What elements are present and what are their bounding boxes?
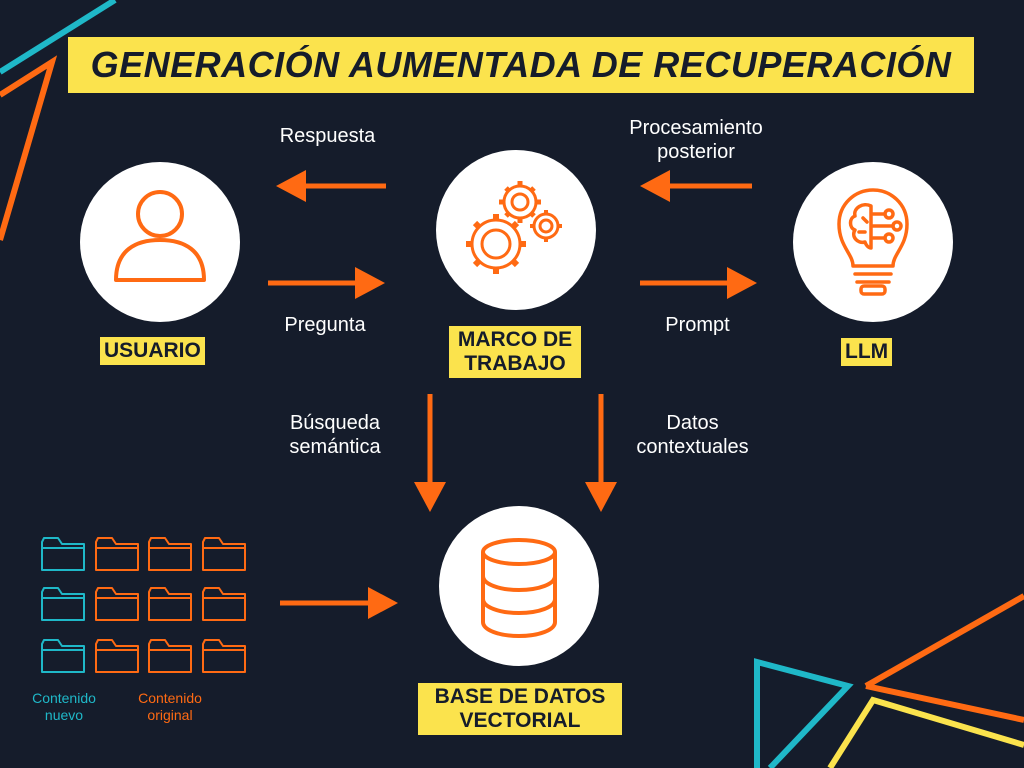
edge-label-datos-line2: contextuales <box>636 436 749 458</box>
edge-label-procesamiento-line2: posterior <box>657 141 735 163</box>
folder-icon-original <box>95 639 139 673</box>
folder-icon-original <box>202 639 246 673</box>
gears-icon <box>466 181 562 274</box>
framework-label-line1: MARCO DE <box>457 328 573 351</box>
edge-label-busqueda-line2: semántica <box>289 436 381 458</box>
decor-line-orange-left <box>0 55 58 241</box>
edge-label-pregunta: Pregunta <box>284 314 366 336</box>
vector-db-label-line1: BASE DE DATOS <box>434 685 606 708</box>
edge-label-respuesta: Respuesta <box>279 125 376 147</box>
folder-icon-original <box>148 537 192 571</box>
framework-node <box>436 150 596 310</box>
folder-icon-new <box>41 639 85 673</box>
edge-label-busqueda: Búsqueda semántica <box>255 411 415 459</box>
legend-new-line1: Contenido <box>32 690 96 706</box>
edge-label-datos-line1: Datos <box>666 412 719 434</box>
decor-line-teal-bottom <box>754 658 854 768</box>
edge-label-busqueda-line1: Búsqueda <box>289 412 381 434</box>
edge-label-procesamiento-line1: Procesamiento <box>629 117 763 139</box>
folder-icon-original <box>202 537 246 571</box>
folder-icon-original <box>148 639 192 673</box>
legend-new-line2: nuevo <box>44 707 84 723</box>
decor-line-orange-bottom <box>864 593 1024 689</box>
decor-line-orange-bottom-2 <box>865 683 1024 723</box>
arrow-pregunta <box>268 267 385 299</box>
arrow-datos-contextuales <box>585 394 617 512</box>
vector-db-label: BASE DE DATOS VECTORIAL <box>418 683 622 735</box>
folder-icon-original <box>148 587 192 621</box>
edge-label-procesamiento: Procesamiento posterior <box>596 116 796 164</box>
legend-original-line2: original <box>147 707 193 723</box>
folder-grid <box>41 537 246 673</box>
decor-line-yellow-bottom <box>827 696 1024 768</box>
arrow-busqueda-semantica <box>414 394 446 512</box>
arrow-content-to-db <box>280 587 398 619</box>
page-title: GENERACIÓN AUMENTADA DE RECUPERACIÓN <box>68 37 974 93</box>
arrow-prompt <box>640 267 757 299</box>
vector-db-node <box>439 506 599 666</box>
database-icon <box>481 538 557 638</box>
folder-icon-new <box>41 537 85 571</box>
arrow-respuesta <box>276 170 386 202</box>
folder-icon-original <box>95 537 139 571</box>
edge-label-prompt: Prompt <box>665 314 730 336</box>
folder-icon-original <box>95 587 139 621</box>
legend-original-line1: Contenido <box>138 690 202 706</box>
legend-new-content: Contenido nuevo <box>18 690 110 724</box>
user-icon <box>114 190 206 282</box>
llm-node <box>793 162 953 322</box>
vector-db-label-line2: VECTORIAL <box>459 709 581 732</box>
user-node <box>80 162 240 322</box>
lightbulb-brain-icon <box>837 188 909 296</box>
folder-icon-original <box>202 587 246 621</box>
edge-label-datos: Datos contextuales <box>610 411 775 459</box>
llm-label: LLM <box>841 338 893 366</box>
decor-line-teal-top <box>0 0 117 75</box>
user-label: USUARIO <box>100 337 205 365</box>
folder-icon-new <box>41 587 85 621</box>
legend-original-content: Contenido original <box>124 690 216 724</box>
arrow-procesamiento-posterior <box>640 170 752 202</box>
framework-label: MARCO DE TRABAJO <box>449 326 581 378</box>
framework-label-line2: TRABAJO <box>464 352 566 375</box>
